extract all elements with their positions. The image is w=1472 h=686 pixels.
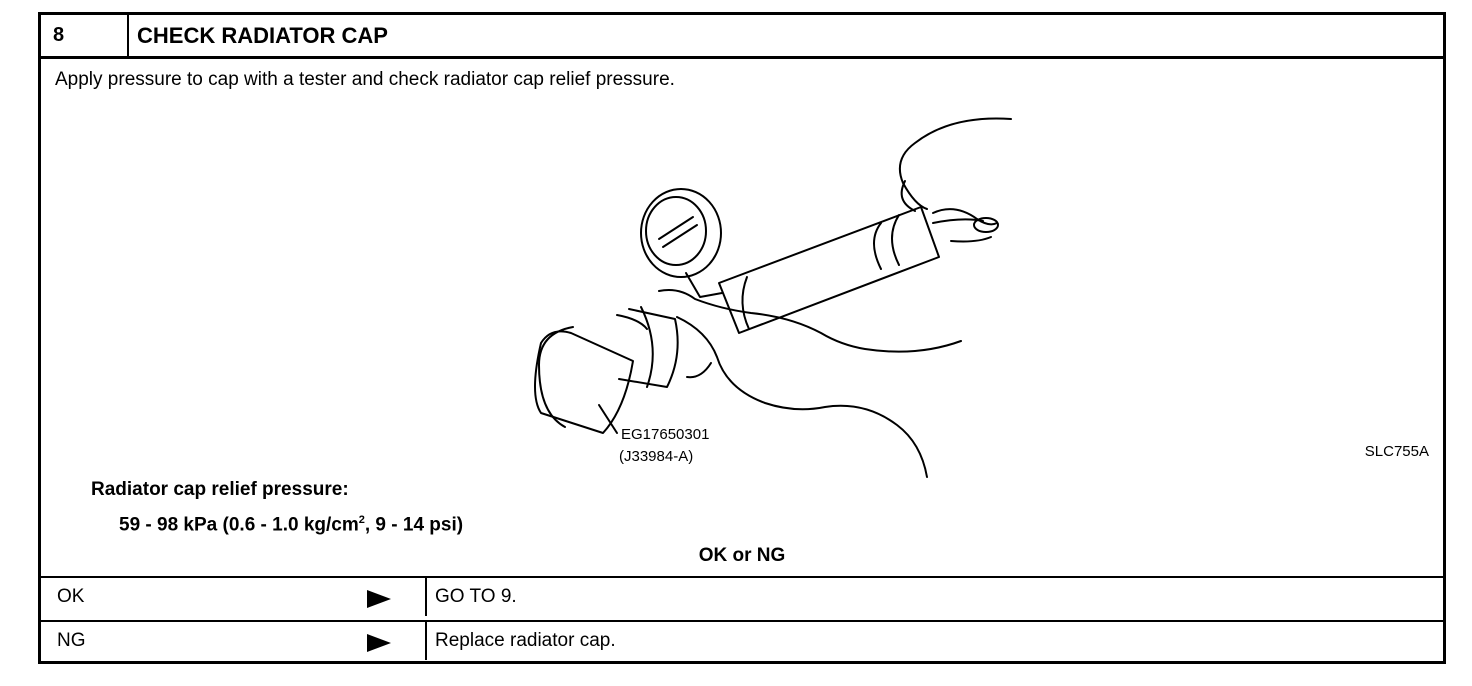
gauge-dial (640, 188, 722, 278)
instruction-text: Apply pressure to cap with a tester and … (55, 69, 675, 90)
spec-value: 59 - 98 kPa (0.6 - 1.0 kg/cm2, 9 - 14 ps… (91, 505, 463, 540)
right-arrow-icon (367, 590, 391, 608)
cap-adapter (534, 330, 634, 434)
row-divider (425, 622, 427, 660)
step-title: CHECK RADIATOR CAP (137, 23, 388, 48)
radiator-cap-tester-illustration: EG17650301 (J33984-A) (534, 117, 1012, 478)
spec-block: Radiator cap relief pressure: 59 - 98 kP… (91, 475, 463, 540)
step-header: 8 CHECK RADIATOR CAP (41, 15, 1443, 59)
pump-barrel (718, 206, 940, 334)
step-number: 8 (41, 15, 129, 56)
right-arrow-icon (367, 634, 391, 652)
ok-ng-question: OK or NG (698, 545, 786, 566)
procedure-sheet: 8 CHECK RADIATOR CAP Apply pressure to c… (38, 12, 1446, 664)
spec-value-superscript: 2 (358, 514, 365, 526)
result-label: OK (57, 586, 85, 607)
tool-number-label: EG17650301 (621, 426, 709, 443)
spec-value-part2: , 9 - 14 psi) (364, 514, 464, 536)
spec-value-part1: 59 - 98 kPa (0.6 - 1.0 kg/cm (119, 514, 359, 536)
figure-code: SLC755A (1364, 443, 1429, 460)
spec-label: Radiator cap relief pressure: (91, 479, 349, 500)
right-hand (899, 117, 1012, 210)
tool-alt-label: (J33984-A) (619, 448, 693, 465)
result-label: NG (57, 630, 86, 651)
result-row-ok: OK GO TO 9. (41, 576, 1443, 616)
left-hand (658, 289, 962, 353)
row-divider (425, 578, 427, 616)
result-action: Replace radiator cap. (435, 630, 616, 651)
result-action: GO TO 9. (435, 586, 517, 607)
result-row-ng: NG Replace radiator cap. (41, 620, 1443, 660)
